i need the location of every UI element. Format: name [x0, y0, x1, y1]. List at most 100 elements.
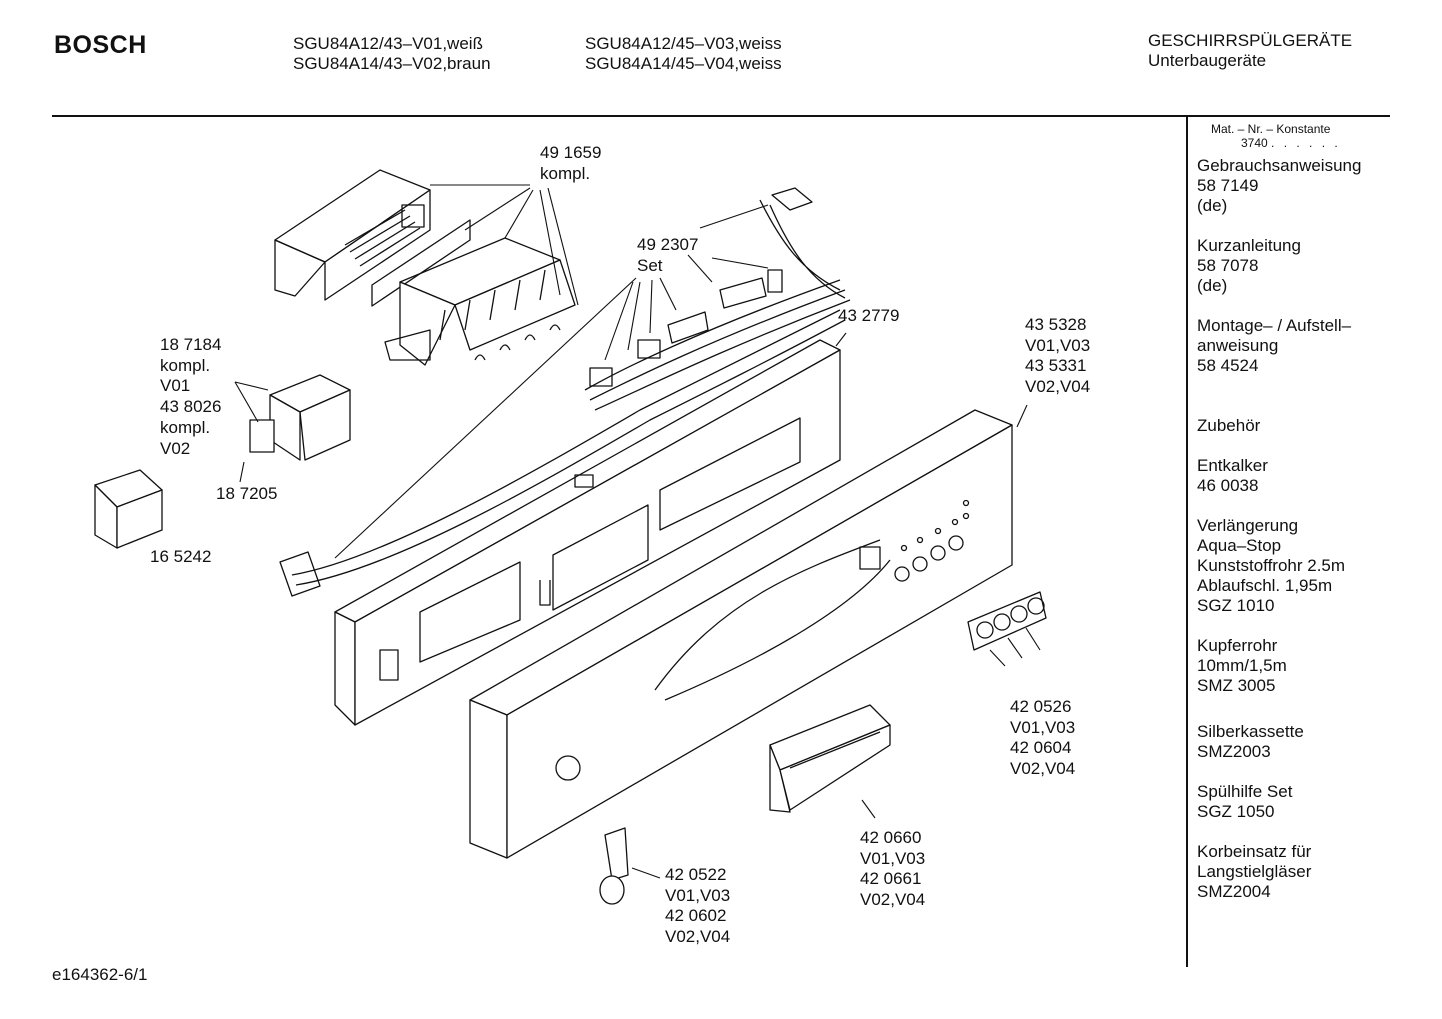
sidebar-line: Langstielgläser: [1197, 862, 1312, 881]
header-divider: [52, 115, 1390, 117]
category-line: GESCHIRRSPÜLGERÄTE: [1148, 31, 1353, 50]
sidebar-line: SMZ2004: [1197, 882, 1271, 901]
callout-line: 49 1659: [540, 143, 602, 162]
door-handle-part: [769, 704, 891, 813]
sidebar-line: Verlängerung: [1197, 516, 1299, 535]
sidebar-group-korbeinsatz: Korbeinsatz für Langstielgläser SMZ2004: [1197, 842, 1387, 902]
models-column-2: SGU84A12/45–V03,weiss SGU84A14/45–V04,we…: [585, 34, 782, 74]
sidebar-line: Ablaufschl. 1,95m: [1197, 576, 1333, 595]
drawing-id: e164362-6/1: [52, 965, 148, 984]
callout-42-0526: 42 0526 V01,V03 42 0604 V02,V04: [1010, 697, 1075, 780]
door-switch-part: [249, 374, 351, 461]
callout-line: V01,V03: [1010, 717, 1076, 737]
callout-line: kompl.: [160, 417, 211, 437]
model-line: SGU84A14/45–V04,weiss: [585, 54, 782, 73]
callout-line: 42 0526: [1010, 697, 1072, 716]
callout-line: 42 0604: [1010, 738, 1072, 758]
sidebar-divider: [1186, 117, 1188, 967]
callout-42-0660: 42 0660 V01,V03 42 0661 V02,V04: [860, 828, 925, 911]
callout-18-7184: 18 7184 kompl. V01 43 8026 kompl. V02: [160, 335, 221, 459]
sidebar-line: (de): [1197, 276, 1228, 295]
callout-43-2779: 43 2779: [838, 306, 899, 327]
callout-line: V01,V03: [1025, 335, 1091, 355]
callout-line: 42 0522: [665, 865, 727, 884]
sidebar-line: Kupferrohr: [1197, 636, 1278, 655]
sidebar-group-silberkassette: Silberkassette SMZ2003: [1197, 722, 1387, 762]
callout-line: V02,V04: [860, 890, 926, 910]
sidebar-group-kupferrohr: Kupferrohr 10mm/1,5m SMZ 3005: [1197, 636, 1387, 696]
model-line: SGU84A14/43–V02,braun: [293, 54, 491, 73]
model-line: SGU84A12/45–V03,weiss: [585, 34, 782, 53]
callout-line: 18 7184: [160, 335, 222, 354]
knob-shaft-part: [599, 827, 629, 905]
callout-line: 43 8026: [160, 397, 222, 417]
exploded-view-drawing: [94, 169, 1047, 905]
konstante-number: 3740: [1241, 136, 1268, 150]
konstante-dots: . . . . . .: [1271, 136, 1341, 150]
callout-leader-lines: [234, 184, 1041, 879]
sidebar-group-zubehoer: Zubehör: [1197, 416, 1387, 436]
callout-line: 42 0660: [860, 828, 922, 847]
sidebar-line: Korbeinsatz für: [1197, 842, 1312, 861]
sidebar-group-montage: Montage– / Aufstell– anweisung 58 4524: [1197, 316, 1387, 376]
terminal-block-part: [94, 469, 163, 549]
electronic-module-part: [274, 169, 576, 366]
sidebar-group-gebrauchsanweisung: Gebrauchsanweisung 58 7149 (de): [1197, 156, 1387, 216]
callout-line: V01,V03: [860, 848, 926, 868]
sidebar-line: Aqua–Stop: [1197, 536, 1282, 555]
category-title: GESCHIRRSPÜLGERÄTE Unterbaugeräte: [1148, 31, 1352, 71]
konstante-value: 3740 . . . . . .: [1197, 136, 1387, 150]
callout-line: V02: [160, 438, 191, 458]
callout-line: V02,V04: [665, 927, 731, 947]
sidebar-group-kurzanleitung: Kurzanleitung 58 7078 (de): [1197, 236, 1387, 296]
callout-49-1659: 49 1659 kompl.: [540, 143, 601, 184]
callout-line: 16 5242: [150, 547, 212, 566]
mat-nr-label: Mat. – Nr. – Konstante: [1211, 122, 1331, 136]
brand-logo: BOSCH: [54, 31, 147, 59]
callout-line: 42 0602: [665, 906, 727, 926]
sidebar-line: 58 4524: [1197, 356, 1259, 375]
callout-49-2307: 49 2307 Set: [637, 235, 698, 276]
callout-line: 49 2307: [637, 235, 699, 254]
control-frame-part: [334, 339, 841, 726]
wiring-harness-part: [279, 187, 851, 597]
sidebar-group-verlaengerung: Verlängerung Aqua–Stop Kunststoffrohr 2.…: [1197, 516, 1387, 616]
callout-line: 18 7205: [216, 484, 278, 503]
callout-18-7205: 18 7205: [216, 484, 277, 505]
sidebar-line: Zubehör: [1197, 416, 1261, 435]
callout-43-5328: 43 5328 V01,V03 43 5331 V02,V04: [1025, 315, 1090, 398]
callout-42-0522: 42 0522 V01,V03 42 0602 V02,V04: [665, 865, 730, 948]
callout-16-5242: 16 5242: [150, 547, 211, 568]
category-line: Unterbaugeräte: [1148, 51, 1267, 70]
sidebar-line: 58 7078: [1197, 256, 1259, 275]
callout-line: kompl.: [540, 163, 591, 183]
sidebar-line: SGZ 1050: [1197, 802, 1275, 821]
front-fascia-part: [469, 409, 1013, 859]
sidebar-group-entkalker: Entkalker 46 0038: [1197, 456, 1387, 496]
sidebar-line: Kurzanleitung: [1197, 236, 1301, 255]
sidebar-line: SMZ2003: [1197, 742, 1271, 761]
button-block-part: [967, 591, 1047, 651]
sidebar-line: Montage– / Aufstell–: [1197, 316, 1352, 335]
callout-line: 43 5328: [1025, 315, 1087, 334]
callout-line: Set: [637, 255, 663, 275]
model-line: SGU84A12/43–V01,weiß: [293, 34, 483, 53]
sidebar-line: anweisung: [1197, 336, 1279, 355]
sidebar-line: 58 7149: [1197, 176, 1259, 195]
sidebar-group-spuelhilfe: Spülhilfe Set SGZ 1050: [1197, 782, 1387, 822]
callout-line: V02,V04: [1025, 377, 1091, 397]
sidebar-line: 10mm/1,5m: [1197, 656, 1287, 675]
callout-line: V01: [160, 376, 191, 396]
sidebar-line: SMZ 3005: [1197, 676, 1276, 695]
sidebar-line: Spülhilfe Set: [1197, 782, 1293, 801]
callout-line: 42 0661: [860, 869, 922, 889]
callout-line: V02,V04: [1010, 759, 1076, 779]
callout-line: V01,V03: [665, 885, 731, 905]
sidebar-line: (de): [1197, 196, 1228, 215]
callout-line: 43 5331: [1025, 356, 1087, 376]
callout-line: 43 2779: [838, 306, 900, 325]
sidebar-line: Kunststoffrohr 2.5m: [1197, 556, 1346, 575]
sidebar-line: Gebrauchsanweisung: [1197, 156, 1362, 175]
sidebar-line: 46 0038: [1197, 476, 1259, 495]
sidebar-line: Entkalker: [1197, 456, 1268, 475]
